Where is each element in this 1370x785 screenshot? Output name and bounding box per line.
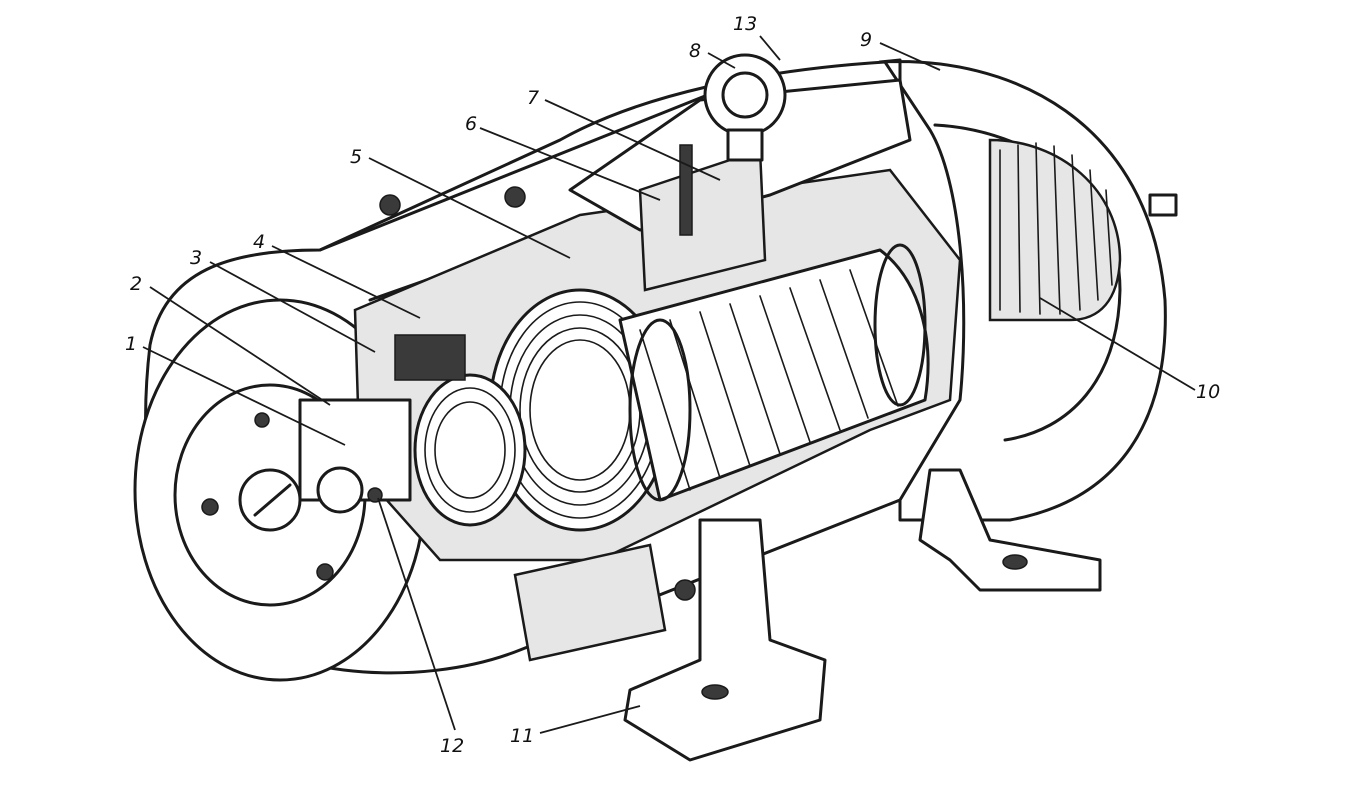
callout-8: 8: [689, 40, 701, 62]
callout-7: 7: [527, 87, 539, 109]
brush-holder: [298, 334, 466, 514]
callout-5: 5: [350, 146, 362, 168]
nameplate: [513, 543, 667, 662]
leader-4: [271, 245, 421, 319]
leader-12: [377, 497, 456, 731]
slip-rings: [413, 373, 527, 527]
leader-6: [479, 127, 661, 201]
lifting-eye: [703, 53, 787, 162]
leader-lines: [142, 35, 1196, 734]
callout-labels: 1 2 3 4 5 6 7 8 9 10 11 12 13: [125, 13, 1220, 757]
leader-9: [879, 42, 941, 71]
callout-4: 4: [253, 231, 265, 253]
callout-3: 3: [190, 247, 202, 269]
callout-2: 2: [130, 273, 142, 295]
mounting-foot-front: [623, 518, 827, 762]
leader-2: [149, 286, 331, 406]
leader-8: [707, 52, 736, 69]
leader-3: [209, 261, 376, 353]
housing-bolts: [379, 186, 696, 601]
leader-11: [539, 705, 641, 734]
rotor-core: [618, 243, 930, 502]
leader-10: [1039, 297, 1196, 391]
callout-10: 10: [1196, 381, 1220, 403]
leader-1: [142, 346, 346, 446]
mounting-foot-rear: [918, 468, 1102, 592]
callout-12: 12: [440, 735, 464, 757]
callout-9: 9: [860, 29, 872, 51]
callout-11: 11: [510, 725, 534, 747]
callout-1: 1: [125, 333, 137, 355]
leader-13: [759, 35, 781, 61]
leader-5: [368, 157, 571, 259]
callout-6: 6: [465, 113, 477, 135]
fan: [988, 138, 1178, 322]
leader-7: [544, 99, 721, 181]
callout-13: 13: [733, 13, 757, 35]
